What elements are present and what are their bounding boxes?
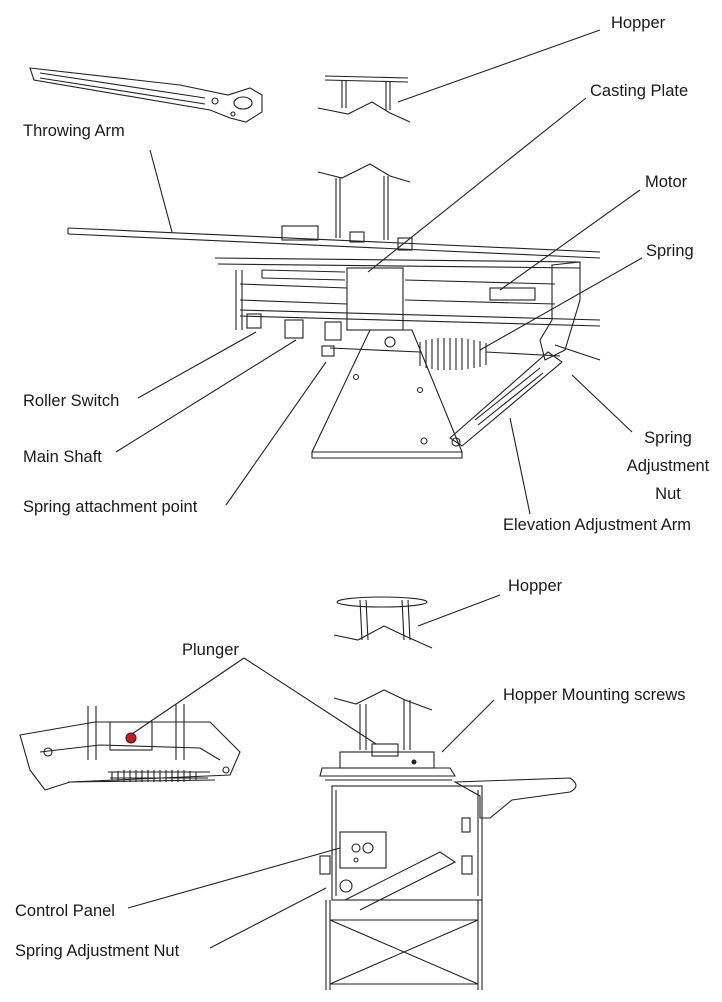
label-plunger: Plunger	[182, 641, 239, 659]
label-hopper-mounting-screws: Hopper Mounting screws	[503, 686, 686, 704]
hopper-part-bottom	[333, 596, 433, 750]
label-motor: Motor	[645, 173, 688, 191]
label-main-shaft: Main Shaft	[23, 448, 102, 466]
label-spring-adjustment-nut-line1: Spring	[644, 429, 692, 447]
hopper-screw-marker	[411, 759, 417, 765]
hopper-part-top	[317, 75, 411, 240]
label-spring: Spring	[646, 242, 694, 260]
plunger-button	[125, 732, 137, 744]
label-elevation-adjustment-arm: Elevation Adjustment Arm	[503, 516, 692, 534]
bottom-leader-lines	[125, 594, 501, 949]
label-control-panel: Control Panel	[15, 902, 115, 920]
throwing-arm-part	[29, 67, 263, 123]
label-spring-adjustment-nut-top: Spring Adjustment Nut	[616, 428, 720, 504]
label-spring-adjustment-nut-line3: Nut	[655, 485, 681, 503]
machine-front-view	[319, 743, 577, 990]
label-casting-plate: Casting Plate	[590, 82, 689, 100]
label-spring-adjustment-nut-line2: Adjustment	[626, 457, 710, 475]
machine-side-view	[67, 225, 601, 459]
label-spring-attachment-point: Spring attachment point	[23, 498, 198, 516]
label-roller-switch: Roller Switch	[23, 392, 120, 410]
label-spring-adjustment-nut-bottom: Spring Adjustment Nut	[15, 942, 180, 960]
top-leader-lines	[115, 29, 643, 515]
label-throwing-arm: Throwing Arm	[23, 122, 125, 140]
label-hopper-top: Hopper	[611, 14, 666, 32]
label-hopper-bottom: Hopper	[508, 577, 563, 595]
casting-plate-part	[19, 704, 241, 791]
